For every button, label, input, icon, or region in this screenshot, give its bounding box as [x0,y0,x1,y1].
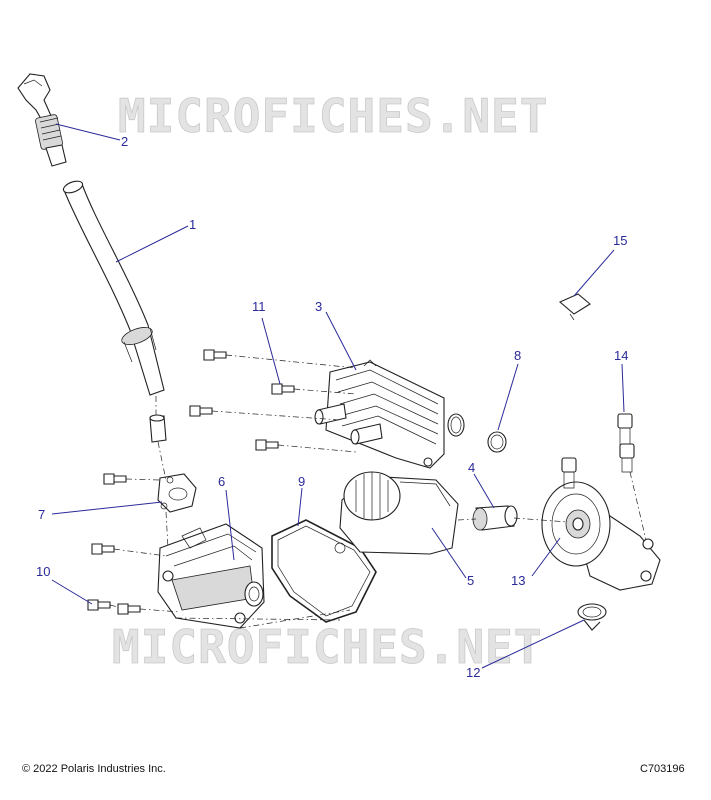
bolt-10-set [87,473,141,615]
callout-11: 11 [252,299,266,314]
callout-12: 12 [466,665,480,680]
callout-9: 9 [298,474,305,489]
leader-lines [51,123,625,669]
cap-15 [558,293,591,321]
oil-filter-5 [339,471,459,555]
housing-gasket-9 [271,519,377,623]
bolt-near-filter-head [561,457,577,489]
copyright-notice: © 2022 Polaris Industries Inc. [22,763,166,775]
callout-3: 3 [315,299,322,314]
drawing-number: C703196 [640,763,685,775]
hose-clamp-12 [577,603,607,631]
bolt-11-set [189,349,295,451]
oil-cooler-3 [314,359,445,469]
callout-7: 7 [38,507,45,522]
threaded-sleeve-4 [472,505,518,531]
oil-filter-head-13 [541,481,661,591]
callout-10: 10 [36,564,50,579]
callout-13: 13 [511,573,525,588]
callout-1: 1 [189,217,196,232]
callout-6: 6 [218,474,225,489]
oil-filter-adapter-6 [157,523,265,629]
callout-15: 15 [613,233,627,248]
o-ring-cooler-inner [450,416,462,434]
watermark-bottom: MICROFICHES.NET [112,620,542,674]
alignment-lines [109,354,647,629]
o-ring-8-inner [490,434,504,450]
callout-5: 5 [467,573,474,588]
callout-4: 4 [468,460,475,475]
callout-2: 2 [121,134,128,149]
dipstick-tube [62,180,167,443]
watermark-top: MICROFICHES.NET [118,89,548,143]
callout-8: 8 [514,348,521,363]
oil-cooler-gasket-7 [157,473,197,513]
callout-14: 14 [614,348,628,363]
callout-labels: 1 2 3 4 5 6 7 8 9 10 11 12 13 14 15 [36,134,628,680]
bolt-14 [617,413,635,473]
dipstick-handle [17,73,67,167]
